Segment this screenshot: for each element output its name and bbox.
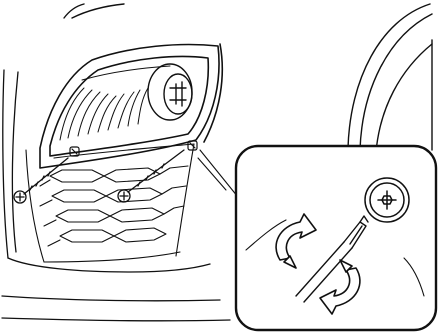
body-edge-marks — [64, 4, 124, 18]
tire-arc-icon — [348, 4, 432, 152]
fog-lamp-bulb-icon — [148, 64, 192, 120]
screw-icon — [118, 150, 184, 202]
fog-lamp-lens — [60, 66, 170, 140]
